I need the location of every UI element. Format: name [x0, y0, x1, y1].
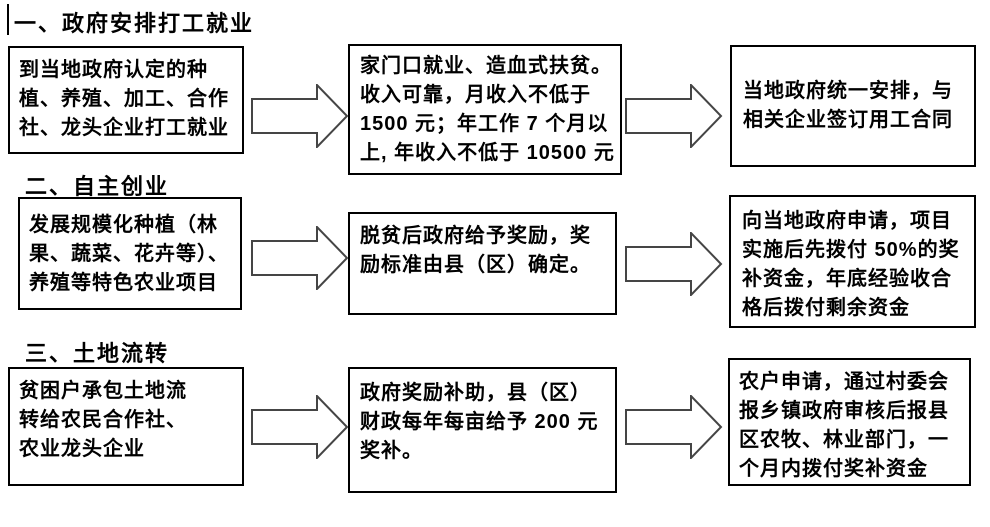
- flow-box-step[interactable]: 贫困户承包土地流 转给农民合作社、 农业龙头企业: [8, 367, 244, 486]
- right-block-arrow-icon[interactable]: [625, 395, 723, 459]
- flow-box-step[interactable]: 发展规模化种植（林 果、蔬菜、花卉等）、 养殖等特色农业项目: [18, 197, 242, 310]
- flow-box-text: 政府奖励补助，县（区） 财政每年每亩给予 200 元 奖补。: [360, 382, 599, 462]
- flow-box-step[interactable]: 政府奖励补助，县（区） 财政每年每亩给予 200 元 奖补。: [348, 367, 617, 493]
- flow-box-step[interactable]: 家门口就业、造血式扶贫。 收入可靠，月收入不低于 1500 元；年工作 7 个月…: [348, 44, 622, 175]
- flow-box-step[interactable]: 到当地政府认定的种 植、养殖、加工、合作 社、龙头企业打工就业: [8, 46, 244, 154]
- flow-box-text: 发展规模化种植（林 果、蔬菜、花卉等）、 养殖等特色农业项目: [29, 214, 229, 294]
- section-title-government-employment: 一、政府安排打工就业: [14, 11, 255, 36]
- flow-box-text: 到当地政府认定的种 植、养殖、加工、合作 社、龙头企业打工就业: [19, 59, 229, 139]
- flow-box-step[interactable]: 脱贫后政府给予奖励，奖 励标准由县（区）确定。: [348, 212, 617, 315]
- flow-box-text: 当地政府统一安排，与 相关企业签订用工合同: [743, 80, 953, 131]
- flow-box-text: 农户申请，通过村委会 报乡镇政府审核后报县 区农牧、林业部门，一 个月内拨付奖补…: [739, 371, 949, 480]
- right-block-arrow-icon[interactable]: [625, 84, 723, 148]
- flow-box-step[interactable]: 农户申请，通过村委会 报乡镇政府审核后报县 区农牧、林业部门，一 个月内拨付奖补…: [728, 358, 971, 486]
- flow-box-step[interactable]: 当地政府统一安排，与 相关企业签订用工合同: [730, 45, 976, 167]
- flow-box-text: 向当地政府申请，项目 实施后先拨付 50%的奖 补资金，年底经验收合 格后拨付剩…: [742, 210, 960, 319]
- flow-box-text: 贫困户承包土地流 转给农民合作社、 农业龙头企业: [19, 380, 187, 460]
- right-block-arrow-icon[interactable]: [251, 395, 349, 459]
- right-block-arrow-icon[interactable]: [251, 84, 349, 148]
- flow-box-text: 脱贫后政府给予奖励，奖 励标准由县（区）确定。: [360, 225, 591, 276]
- flow-box-step[interactable]: 向当地政府申请，项目 实施后先拨付 50%的奖 补资金，年底经验收合 格后拨付剩…: [729, 195, 976, 328]
- right-block-arrow-icon[interactable]: [625, 232, 723, 296]
- section-title-self-employment: 二、自主创业: [25, 174, 170, 199]
- right-block-arrow-icon[interactable]: [251, 226, 349, 290]
- flow-box-text: 家门口就业、造血式扶贫。 收入可靠，月收入不低于 1500 元；年工作 7 个月…: [360, 55, 615, 164]
- text-cursor: [7, 4, 9, 35]
- section-title-land-transfer: 三、土地流转: [25, 341, 170, 366]
